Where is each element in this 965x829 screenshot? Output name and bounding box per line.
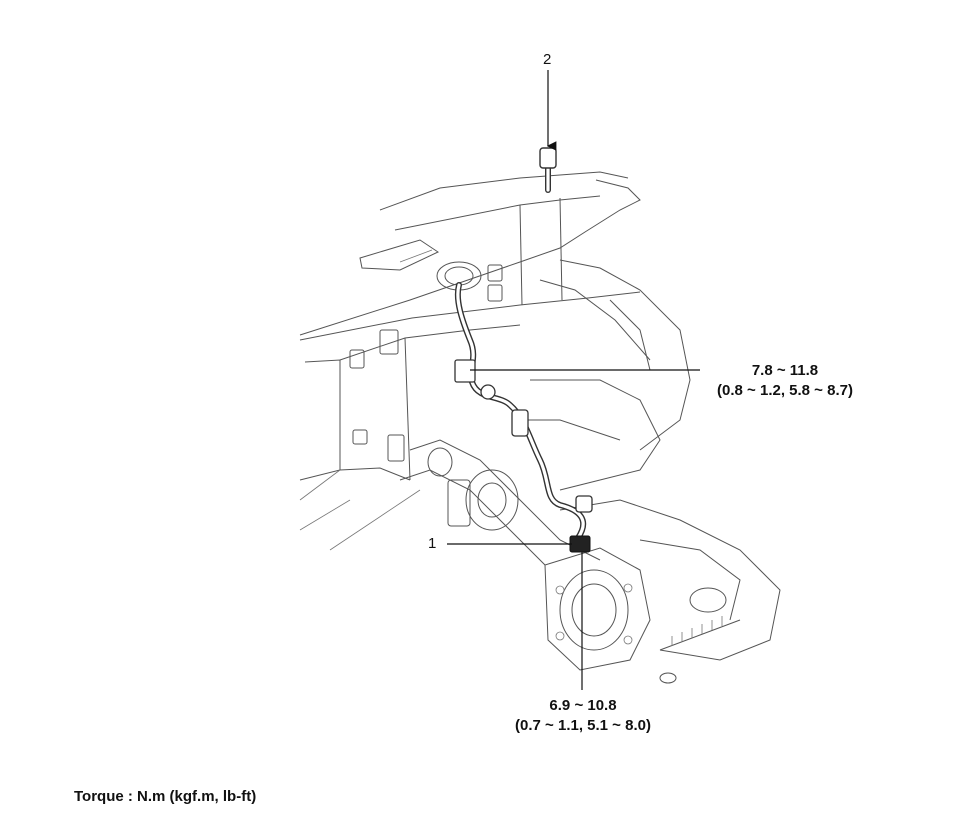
torque-unit-caption: Torque : N.m (kgf.m, lb-ft) xyxy=(74,788,257,805)
torque-lower-value: 6.9 ~ 10.8 xyxy=(549,697,617,714)
leader-lines xyxy=(447,70,700,690)
callout-label-1: 1 xyxy=(428,535,437,552)
torque-upper-conversion: (0.8 ~ 1.2, 5.8 ~ 8.7) xyxy=(717,382,853,399)
torque-spec-upper: 7.8 ~ 11.8 (0.8 ~ 1.2, 5.8 ~ 8.7) xyxy=(706,361,864,401)
torque-lower-conversion: (0.7 ~ 1.1, 5.1 ~ 8.0) xyxy=(515,717,651,734)
trailing-arm-linework xyxy=(399,439,781,684)
torque-spec-lower: 6.9 ~ 10.8 (0.7 ~ 1.1, 5.1 ~ 8.0) xyxy=(500,696,666,736)
sensor-cable xyxy=(454,147,593,553)
callout-label-2: 2 xyxy=(543,51,552,68)
torque-upper-value: 7.8 ~ 11.8 xyxy=(751,362,819,379)
vehicle-body-linework xyxy=(299,171,691,551)
